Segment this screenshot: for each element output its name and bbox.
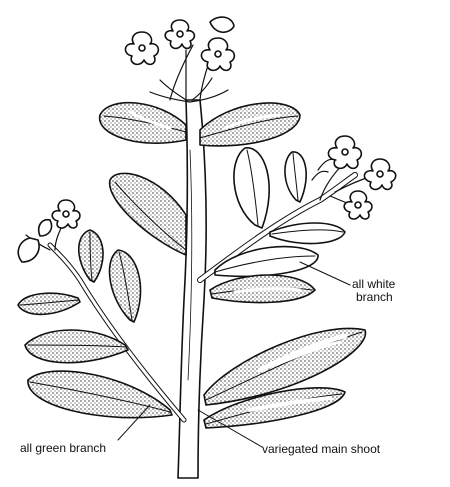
label-all-white-line2: branch [352, 291, 395, 304]
left-flower-cluster [18, 200, 80, 262]
leader-white-branch [300, 262, 350, 285]
leaf-green-2 [109, 250, 140, 322]
label-all-white-branch: all white branch [352, 278, 395, 304]
label-variegated-main-shoot: variegated main shoot [262, 443, 380, 456]
leaf-upper-left [100, 103, 186, 144]
leaf-white-3 [215, 247, 318, 277]
leaf-green-1 [79, 230, 103, 282]
leaf-green-3 [18, 293, 80, 314]
leaf-middle-left [110, 173, 186, 255]
top-flower-cluster [125, 17, 234, 102]
leaf-white-4 [270, 223, 345, 244]
label-all-green-branch: all green branch [20, 442, 106, 455]
leaf-white-1 [234, 148, 269, 228]
